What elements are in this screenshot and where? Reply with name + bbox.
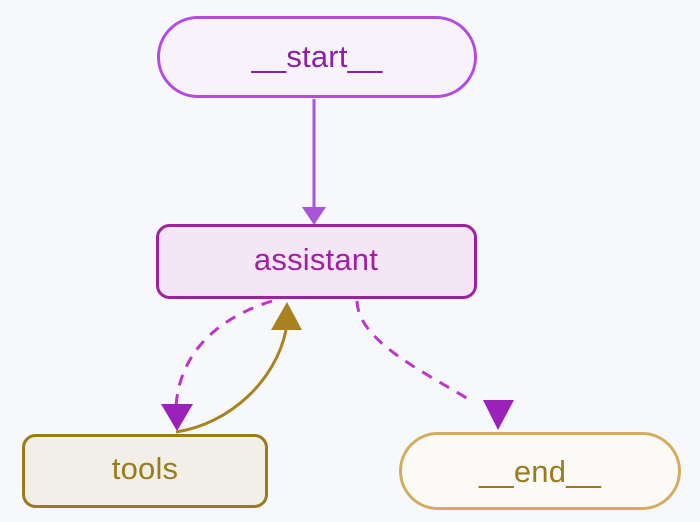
edge-assistant-to-end[interactable] bbox=[355, 300, 514, 430]
node-end-label: __end__ bbox=[478, 454, 602, 489]
node-tools-label: tools bbox=[112, 451, 178, 486]
node-end-shape bbox=[399, 432, 681, 510]
edge-assistant-to-end-path bbox=[355, 300, 471, 402]
node-end[interactable]: __end__ bbox=[399, 432, 681, 510]
edge-start-to-assistant-arrowhead bbox=[302, 207, 326, 225]
node-assistant[interactable]: assistant bbox=[156, 224, 477, 299]
edge-layer bbox=[161, 99, 514, 434]
node-start[interactable]: __start__ bbox=[157, 16, 477, 98]
edge-start-to-assistant[interactable] bbox=[302, 99, 326, 225]
node-tools-shape bbox=[22, 434, 268, 508]
edge-tools-to-assistant[interactable] bbox=[175, 302, 302, 434]
node-assistant-shape bbox=[156, 224, 477, 299]
node-assistant-label: assistant bbox=[254, 242, 378, 277]
node-start-shape bbox=[157, 16, 477, 98]
node-layer: __start__ assistant tools __end__ bbox=[22, 16, 681, 510]
edge-tools-to-assistant-arrowhead bbox=[271, 302, 302, 330]
edge-assistant-to-tools-arrowhead bbox=[161, 404, 193, 431]
node-tools[interactable]: tools bbox=[22, 434, 268, 508]
edge-assistant-to-tools-path bbox=[174, 299, 273, 407]
edge-assistant-to-tools[interactable] bbox=[161, 299, 273, 431]
edge-tools-to-assistant-path bbox=[175, 329, 288, 434]
edge-assistant-to-end-arrowhead bbox=[483, 400, 514, 430]
node-start-label: __start__ bbox=[250, 39, 383, 74]
